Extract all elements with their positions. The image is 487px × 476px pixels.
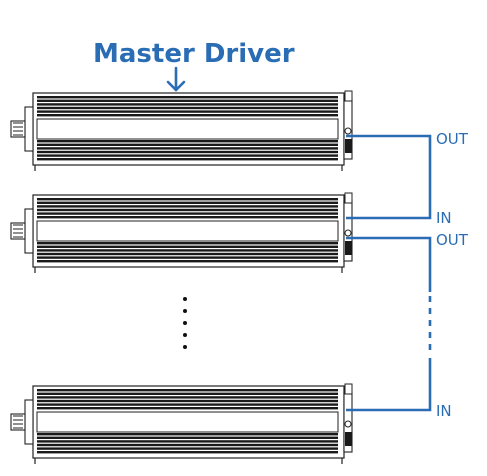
port-label-in-2: IN [436,402,452,420]
right-connector-icon [344,383,353,446]
right-connector-icon [344,90,353,153]
diagram-title: Master Driver [93,39,295,69]
down-arrow-icon [166,66,186,92]
signal-wiring [346,134,432,412]
wire-chain-to-in [346,358,432,412]
left-end-cap [24,208,34,254]
last-driver-unit [10,383,353,464]
heatsink-fins-bottom [37,140,338,161]
left-cable-gland-icon [10,120,26,138]
heatsink-fins-top [37,96,338,117]
heatsink-fins-top [37,389,338,410]
heatsink-fins-bottom [37,242,338,263]
vertical-ellipsis-icon [183,297,187,349]
left-cable-gland-icon [10,222,26,240]
right-connector-icon [344,192,353,255]
port-label-out-2: OUT [436,231,469,249]
left-end-cap [24,106,34,152]
port-label-in-1: IN [436,209,452,227]
wire-out-to-chain [346,236,432,292]
heatsink-fins-top [37,198,338,219]
wire-out-to-in [346,134,432,220]
left-end-cap [24,399,34,445]
center-panel [36,118,339,140]
center-panel [36,411,339,433]
heatsink-fins-bottom [37,433,338,454]
left-cable-gland-icon [10,413,26,431]
master-driver-unit [10,90,353,171]
center-panel [36,220,339,242]
slave-driver-unit [10,192,353,273]
port-label-out-1: OUT [436,130,469,148]
